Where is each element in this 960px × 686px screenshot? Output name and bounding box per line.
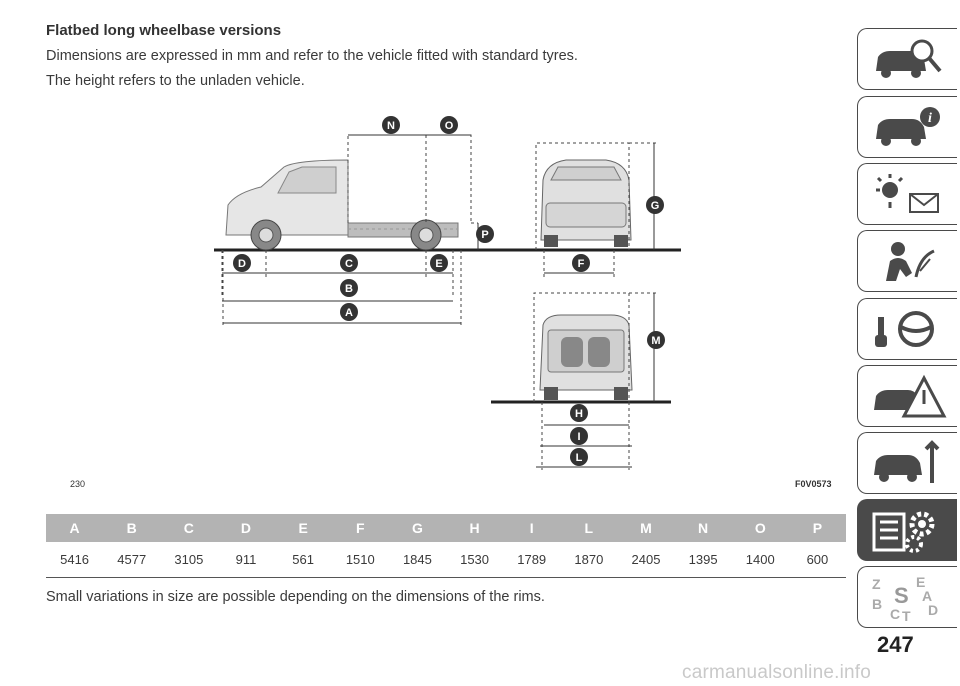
svg-text:i: i bbox=[928, 111, 932, 126]
column-header-O: O bbox=[731, 514, 789, 542]
svg-text:S: S bbox=[894, 583, 909, 608]
dimensions-table: A B C D E F G H I L M N O P 5416 4577 31… bbox=[46, 514, 846, 578]
table-row: 5416 4577 3105 911 561 1510 1845 1530 17… bbox=[46, 542, 846, 578]
column-header-F: F bbox=[331, 514, 389, 542]
svg-text:F: F bbox=[578, 258, 585, 270]
value-L: 1870 bbox=[560, 542, 618, 578]
value-H: 1530 bbox=[445, 542, 504, 578]
column-header-E: E bbox=[274, 514, 332, 542]
svg-text:T: T bbox=[902, 608, 911, 623]
column-header-D: D bbox=[217, 514, 275, 542]
svg-text:D: D bbox=[238, 258, 246, 270]
dimension-marker-B: B bbox=[340, 279, 358, 297]
value-G: 1845 bbox=[388, 542, 446, 578]
svg-text:E: E bbox=[435, 258, 442, 270]
dimension-marker-P: P bbox=[476, 225, 494, 243]
tab-warning-lights[interactable] bbox=[857, 163, 957, 225]
side-view-vehicle bbox=[225, 159, 459, 251]
dimension-marker-O: O bbox=[440, 116, 458, 134]
tab-technical-data[interactable] bbox=[857, 499, 957, 561]
value-P: 600 bbox=[788, 542, 846, 578]
tab-vehicle-info[interactable]: i bbox=[857, 96, 957, 158]
car-search-icon bbox=[876, 39, 942, 78]
dimension-marker-A: A bbox=[340, 303, 358, 321]
column-header-N: N bbox=[674, 514, 732, 542]
vehicle-dimensions-figure: N O P G D C E F B A M H I L bbox=[46, 105, 846, 495]
svg-text:G: G bbox=[651, 200, 660, 212]
tab-emergency[interactable] bbox=[857, 365, 957, 427]
dimension-marker-C: C bbox=[340, 254, 358, 272]
column-header-M: M bbox=[617, 514, 675, 542]
svg-text:P: P bbox=[481, 229, 488, 241]
column-header-B: B bbox=[103, 514, 161, 542]
dimension-marker-M: M bbox=[647, 331, 665, 349]
tab-safety[interactable] bbox=[857, 230, 957, 292]
value-N: 1395 bbox=[674, 542, 732, 578]
car-info-icon: i bbox=[876, 107, 940, 146]
svg-text:N: N bbox=[387, 120, 395, 132]
safety-airbag-icon bbox=[886, 242, 935, 281]
warning-lights-icon bbox=[876, 174, 939, 213]
svg-text:E: E bbox=[916, 574, 925, 590]
svg-text:C: C bbox=[890, 606, 900, 622]
technical-data-icon bbox=[872, 511, 935, 553]
value-O: 1400 bbox=[731, 542, 789, 578]
footnote: Small variations in size are possible de… bbox=[46, 589, 545, 605]
dimension-marker-N: N bbox=[382, 116, 400, 134]
column-header-P: P bbox=[788, 514, 846, 542]
dimension-marker-L: L bbox=[570, 448, 588, 466]
value-F: 1510 bbox=[331, 542, 389, 578]
watermark: carmanualsonline.info bbox=[682, 662, 872, 683]
dimension-marker-F: F bbox=[572, 254, 590, 272]
column-header-H: H bbox=[445, 514, 504, 542]
svg-text:A: A bbox=[345, 307, 353, 319]
svg-text:I: I bbox=[577, 431, 580, 443]
dimension-marker-I: I bbox=[570, 427, 588, 445]
value-E: 561 bbox=[274, 542, 332, 578]
dimension-marker-G: G bbox=[646, 196, 664, 214]
tab-maintenance[interactable] bbox=[857, 432, 957, 494]
svg-text:D: D bbox=[928, 602, 938, 618]
column-header-G: G bbox=[388, 514, 446, 542]
page-number: 247 bbox=[877, 632, 914, 657]
emergency-triangle-icon bbox=[874, 374, 947, 418]
figure-number: 230 bbox=[70, 479, 86, 489]
svg-text:B: B bbox=[345, 283, 353, 295]
svg-text:B: B bbox=[872, 596, 882, 612]
column-header-L: L bbox=[560, 514, 618, 542]
dimension-marker-D: D bbox=[233, 254, 251, 272]
intro-paragraph-2: The height refers to the unladen vehicle… bbox=[46, 73, 305, 89]
svg-text:H: H bbox=[575, 408, 583, 420]
rear-view-vehicle bbox=[539, 314, 633, 400]
steering-key-icon bbox=[875, 311, 934, 347]
dimension-marker-H: H bbox=[570, 404, 588, 422]
svg-text:L: L bbox=[576, 452, 583, 464]
svg-text:M: M bbox=[651, 335, 660, 347]
column-header-C: C bbox=[160, 514, 218, 542]
value-A: 5416 bbox=[46, 542, 104, 578]
tab-knowing-vehicle[interactable] bbox=[857, 28, 957, 90]
svg-text:C: C bbox=[345, 258, 353, 270]
value-D: 911 bbox=[217, 542, 275, 578]
table-header-row: A B C D E F G H I L M N O P bbox=[46, 514, 846, 542]
figure-code: F0V0573 bbox=[795, 479, 832, 489]
value-I: 1789 bbox=[503, 542, 561, 578]
dimension-marker-E: E bbox=[430, 254, 448, 272]
svg-text:Z: Z bbox=[872, 576, 881, 592]
svg-text:O: O bbox=[445, 120, 454, 132]
column-header-I: I bbox=[503, 514, 561, 542]
value-B: 4577 bbox=[103, 542, 161, 578]
svg-text:A: A bbox=[922, 588, 932, 604]
section-heading: Flatbed long wheelbase versions bbox=[46, 22, 282, 39]
tab-starting-driving[interactable] bbox=[857, 298, 957, 360]
intro-paragraph-1: Dimensions are expressed in mm and refer… bbox=[46, 48, 578, 64]
value-C: 3105 bbox=[160, 542, 218, 578]
front-view-vehicle bbox=[540, 159, 632, 247]
column-header-A: A bbox=[46, 514, 104, 542]
car-maintenance-icon bbox=[874, 440, 940, 483]
value-M: 2405 bbox=[617, 542, 675, 578]
